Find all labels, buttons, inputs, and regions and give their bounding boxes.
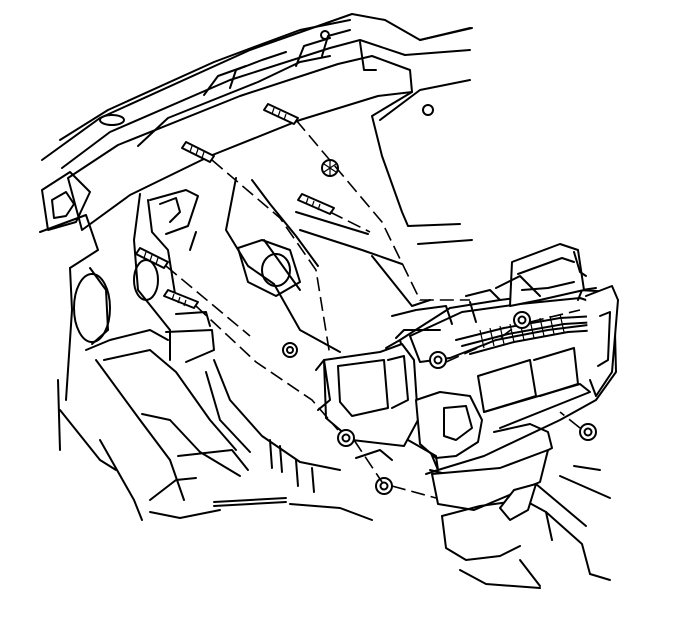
nut-4	[513, 311, 531, 329]
cowl-panel	[39, 13, 473, 451]
stud-upper	[263, 103, 299, 125]
floor-console-bracket	[441, 465, 611, 589]
dash-panel	[189, 79, 473, 353]
alignment-lines	[165, 119, 581, 499]
nut-3	[429, 351, 447, 369]
nut-5	[579, 423, 597, 441]
stud-middle	[181, 141, 215, 163]
left-structure	[59, 189, 249, 521]
hvac-module	[315, 243, 619, 511]
nut-2	[375, 477, 393, 495]
floor-pan	[149, 359, 477, 521]
nut-1	[337, 429, 355, 447]
stud-left-upper	[135, 247, 169, 269]
nut-6	[282, 342, 298, 358]
stud-dash	[297, 193, 335, 215]
stud-left-lower	[163, 289, 199, 309]
